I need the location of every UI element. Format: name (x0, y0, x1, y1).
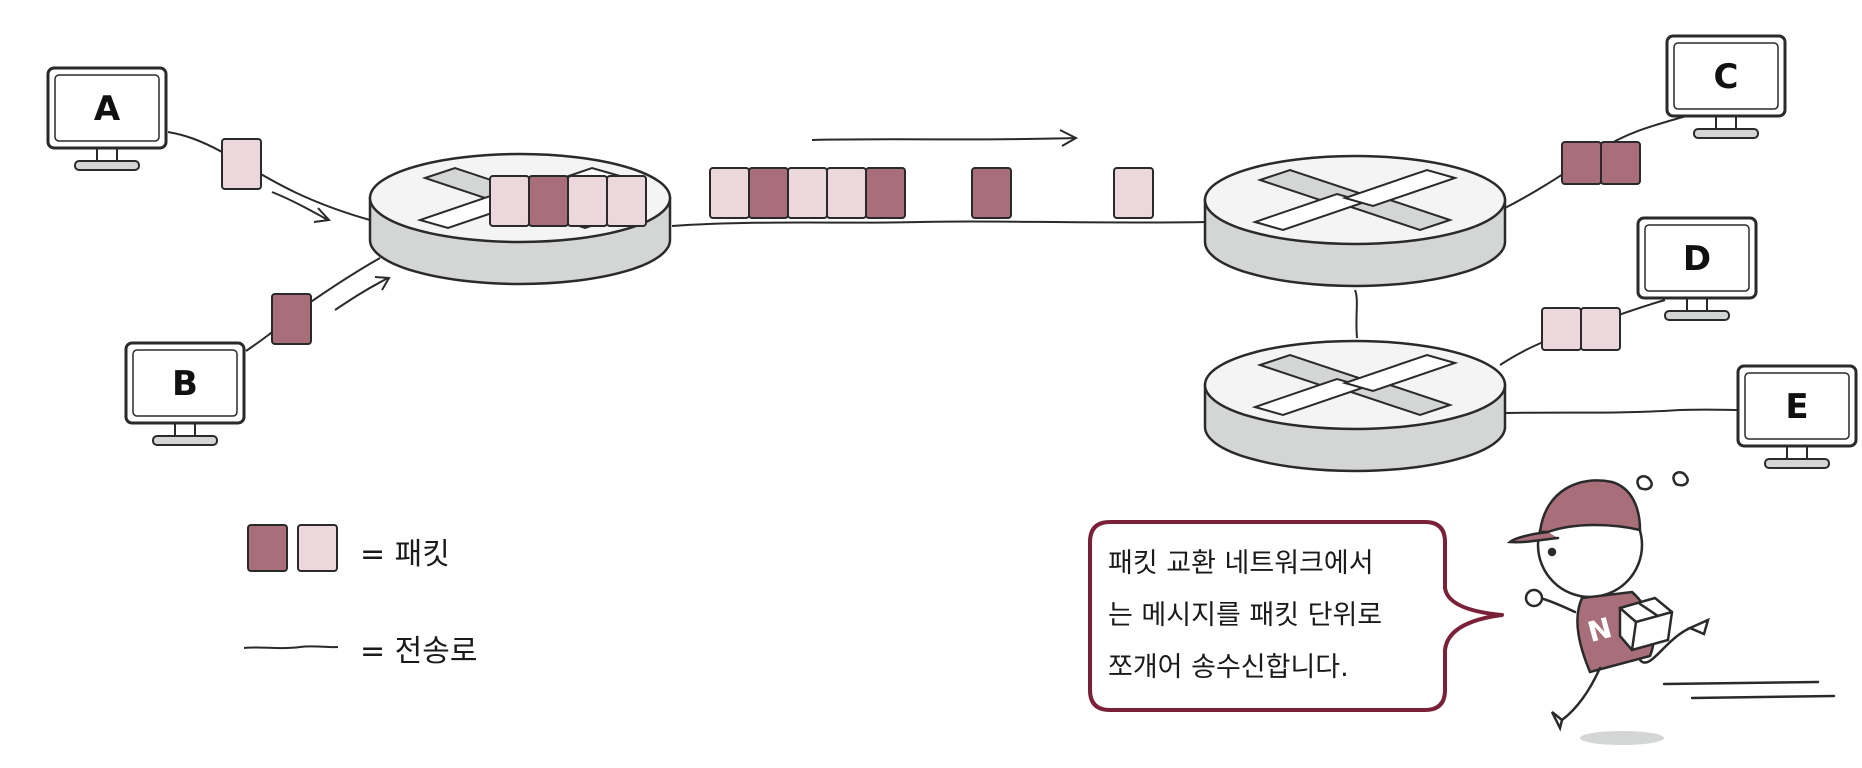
packet (1562, 142, 1601, 184)
arrow-b (335, 278, 388, 310)
computer-d: D (1638, 218, 1756, 320)
packet (1601, 142, 1640, 184)
link-router1-router2 (672, 221, 1208, 226)
router-2 (1205, 156, 1505, 286)
packet (1542, 308, 1581, 350)
foot-front (1690, 620, 1708, 634)
computer-c-label: C (1714, 57, 1739, 97)
cap (1540, 480, 1640, 532)
legend (244, 525, 338, 648)
speech-bubble-line: 쪼개어 송수신합니다. (1108, 642, 1438, 694)
link-a-router1 (168, 132, 370, 220)
arrow-a (272, 192, 328, 220)
sweat-drop (1637, 476, 1651, 489)
computer-a: A (48, 68, 166, 170)
packet (490, 176, 529, 226)
speech-bubble-line: 패킷 교환 네트워크에서 (1108, 538, 1438, 590)
packet (866, 168, 905, 218)
computer-c: C (1667, 36, 1785, 138)
packet (827, 168, 866, 218)
packet (272, 294, 311, 344)
packet (1114, 168, 1153, 218)
legend-link-line (244, 646, 338, 648)
packet (607, 176, 646, 226)
link-b-router1 (246, 258, 380, 351)
sweat-drop (1673, 472, 1687, 485)
legend-packet-label: = 패킷 (360, 529, 450, 573)
computer-b-label: B (172, 364, 198, 404)
speech-bubble-text: 패킷 교환 네트워크에서 는 메시지를 패킷 단위로 쪼개어 송수신합니다. (1108, 538, 1438, 694)
computer-e: E (1738, 366, 1856, 468)
eye (1549, 549, 1555, 555)
legend-packet-dark (248, 525, 287, 571)
legend-link-label: = 전송로 (360, 626, 477, 670)
router-3 (1205, 341, 1505, 471)
shadow (1580, 731, 1664, 745)
foot-back (1552, 712, 1562, 728)
link-router2-router3 (1355, 290, 1357, 338)
packet (972, 168, 1011, 218)
computer-a-label: A (94, 89, 121, 129)
arm (1540, 598, 1575, 612)
delivery-person-illustration: N (1510, 472, 1834, 745)
packet (710, 168, 749, 218)
packet (749, 168, 788, 218)
parcel (1620, 598, 1672, 650)
arrow-a-head (314, 208, 329, 222)
leg-back (1562, 668, 1600, 720)
packet (568, 176, 607, 226)
fist (1526, 590, 1542, 606)
link-router3-e (1505, 410, 1742, 413)
packet (1581, 308, 1620, 350)
packet (222, 139, 261, 189)
flow-arrow (812, 138, 1075, 140)
speech-bubble-line: 는 메시지를 패킷 단위로 (1108, 590, 1438, 642)
computer-e-label: E (1785, 387, 1808, 427)
packet (788, 168, 827, 218)
speed-lines (1664, 682, 1834, 698)
computer-b: B (126, 343, 244, 445)
packet (529, 176, 568, 226)
legend-packet-light (298, 525, 337, 571)
computer-d-label: D (1683, 239, 1711, 279)
